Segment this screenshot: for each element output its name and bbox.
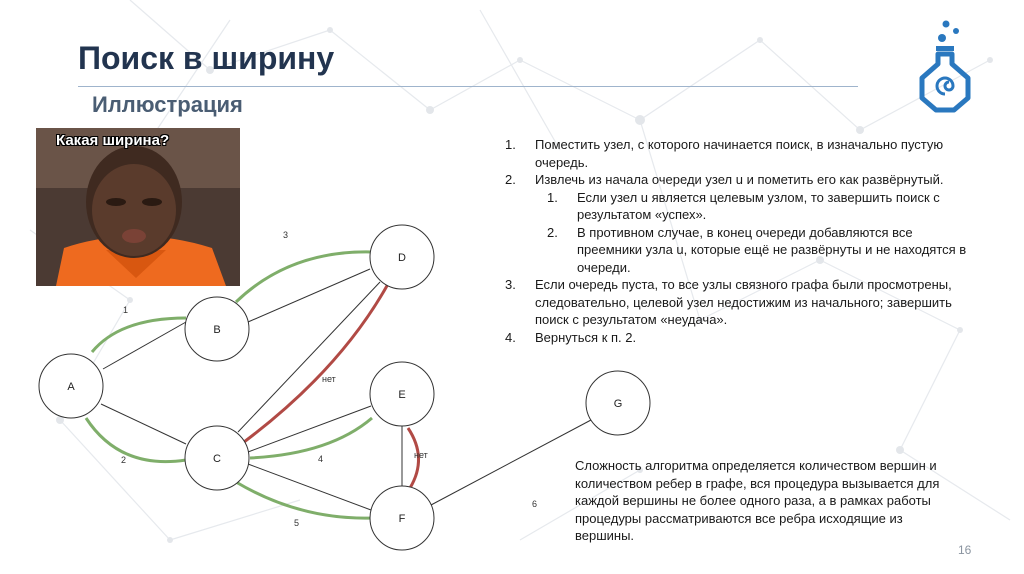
substep-item: 2.В противном случае, в конец очереди до… — [547, 224, 975, 277]
edge-c-f — [248, 464, 371, 510]
edge-label-6: 6 — [532, 499, 537, 509]
node-label-b: B — [213, 324, 220, 336]
edge-c-e — [248, 406, 371, 452]
edge-f-g — [431, 420, 591, 505]
edge-label-3: 3 — [283, 230, 288, 240]
path-a-c — [86, 418, 186, 462]
substeps-list: 1.Если узел u является целевым узлом, то… — [535, 189, 975, 277]
edge-c-d — [238, 282, 380, 432]
edge-label-4: 4 — [318, 454, 323, 464]
edge-label-1: 1 — [123, 305, 128, 315]
step-item: 1.Поместить узел, с которого начинается … — [505, 136, 975, 171]
step-item: 3.Если очередь пуста, то все узлы связно… — [505, 276, 975, 329]
edge-a-b — [103, 322, 186, 369]
algorithm-steps: 1.Поместить узел, с которого начинается … — [505, 136, 975, 346]
path-a-b — [92, 318, 186, 352]
node-label-e: E — [398, 389, 405, 401]
substep-item: 1.Если узел u является целевым узлом, то… — [547, 189, 975, 224]
step-item: 4.Вернуться к п. 2. — [505, 329, 975, 347]
node-label-g: G — [614, 398, 623, 410]
complexity-note: Сложность алгоритма определяется количес… — [575, 457, 965, 545]
node-label-c: C — [213, 453, 221, 465]
edge-label-5: 5 — [294, 518, 299, 528]
edge-a-c — [101, 404, 186, 444]
path-c-f — [236, 482, 372, 518]
edge-label-no-ef: нет — [414, 450, 428, 460]
node-label-d: D — [398, 252, 406, 264]
node-label-f: F — [399, 513, 406, 525]
step-item: 2.Извлечь из начала очереди узел u и пом… — [505, 171, 975, 276]
page-number: 16 — [958, 543, 971, 557]
edge-label-no-cd: нет — [322, 374, 336, 384]
node-label-a: A — [67, 381, 75, 393]
edge-label-2: 2 — [121, 455, 126, 465]
path-c-d-rejected — [244, 284, 388, 442]
